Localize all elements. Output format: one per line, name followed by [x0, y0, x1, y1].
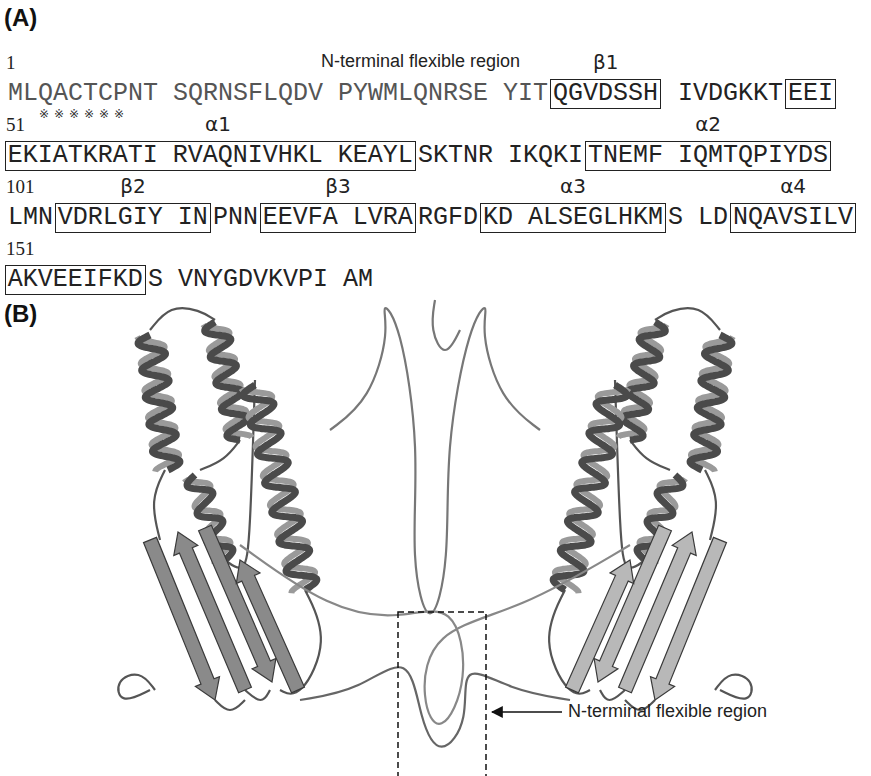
asterisk-marks: ※※※※※※: [39, 107, 129, 121]
sequence-text: EKIATKRATI RVAQNIVHKL KEAYL: [8, 142, 413, 170]
helix: [622, 322, 665, 440]
structure-box: TNEMF IQMTQPIYDS: [585, 141, 831, 171]
loop: [200, 440, 240, 470]
structure-label: β3: [325, 174, 351, 198]
sequence-text: RGFD: [418, 204, 478, 232]
structure-box: EEI: [785, 79, 836, 109]
sequence-text: S LD: [668, 204, 728, 232]
sequence-text: QGVDSSH: [553, 80, 658, 108]
loop: [154, 470, 165, 540]
residue-number: 151: [6, 238, 35, 260]
structure-box: EEVFA LVRA: [260, 203, 416, 233]
structure-label: β1: [593, 50, 619, 74]
residue-number: 51: [6, 114, 25, 136]
helix: [205, 322, 248, 440]
sequence-text: EEI: [788, 80, 833, 108]
helix: [138, 335, 180, 470]
residue-number: 101: [6, 176, 35, 198]
monomer-left: [118, 308, 321, 710]
panel-label: (A): [4, 4, 37, 32]
structure-box: AKVEEIFKD: [5, 265, 146, 295]
beta-strand: [236, 560, 304, 693]
region-label: N-terminal flexible region: [568, 700, 767, 722]
sequence-text: SKTNR IKQKI: [418, 142, 583, 170]
structure-box: QGVDSSH: [550, 79, 661, 109]
loop: [245, 690, 270, 700]
helix: [690, 335, 732, 470]
loop: [433, 300, 460, 350]
sequence-text: VDRLGIY IN: [58, 204, 208, 232]
loop: [300, 667, 570, 746]
sequence-text: KD ALSEGLHKM: [483, 204, 663, 232]
region-label: N-terminal flexible region: [321, 50, 520, 72]
loop: [240, 545, 630, 724]
sequence-text: MLQACTCPNT SQRNSFLQDV PYWMLQNRSE YIT: [8, 80, 548, 108]
sequence-text: PNN: [213, 204, 258, 232]
sequence-text: EEVFA LVRA: [263, 204, 413, 232]
helix: [553, 385, 627, 590]
loop: [705, 470, 716, 540]
structure-box: NQAVSILV: [730, 203, 856, 233]
sequence-text: S VNYGDVKVPI AM: [148, 266, 373, 294]
monomer-right: [549, 308, 752, 710]
dashed-region-box: [398, 612, 486, 776]
panel-label: (B): [4, 300, 37, 328]
loop: [330, 308, 540, 613]
sequence-text: LMN: [8, 204, 53, 232]
structure-box: VDRLGIY IN: [55, 203, 211, 233]
structure-box: KD ALSEGLHKM: [480, 203, 666, 233]
leader-arrow: [492, 711, 562, 713]
structure-label: α3: [560, 174, 586, 198]
sequence-text: AKVEEIFKD: [8, 266, 143, 294]
loop: [600, 690, 625, 700]
structure-label: α4: [780, 174, 806, 198]
structure-box: EKIATKRATI RVAQNIVHKL KEAYL: [5, 141, 416, 171]
structure-label: α2: [695, 112, 721, 136]
structure-label: β2: [120, 174, 146, 198]
sequence-text: TNEMF IQMTQPIYDS: [588, 142, 828, 170]
sequence-text: NQAVSILV: [733, 204, 853, 232]
flexible-loops: [240, 300, 630, 747]
residue-number: 1: [6, 52, 16, 74]
loop: [715, 675, 752, 699]
helix: [243, 385, 317, 590]
loop: [630, 440, 670, 470]
beta-strand: [566, 560, 634, 693]
structure-label: α1: [205, 112, 231, 136]
loop: [215, 700, 245, 710]
sequence-text: IVDGKKT: [678, 80, 783, 108]
loop: [118, 675, 155, 699]
